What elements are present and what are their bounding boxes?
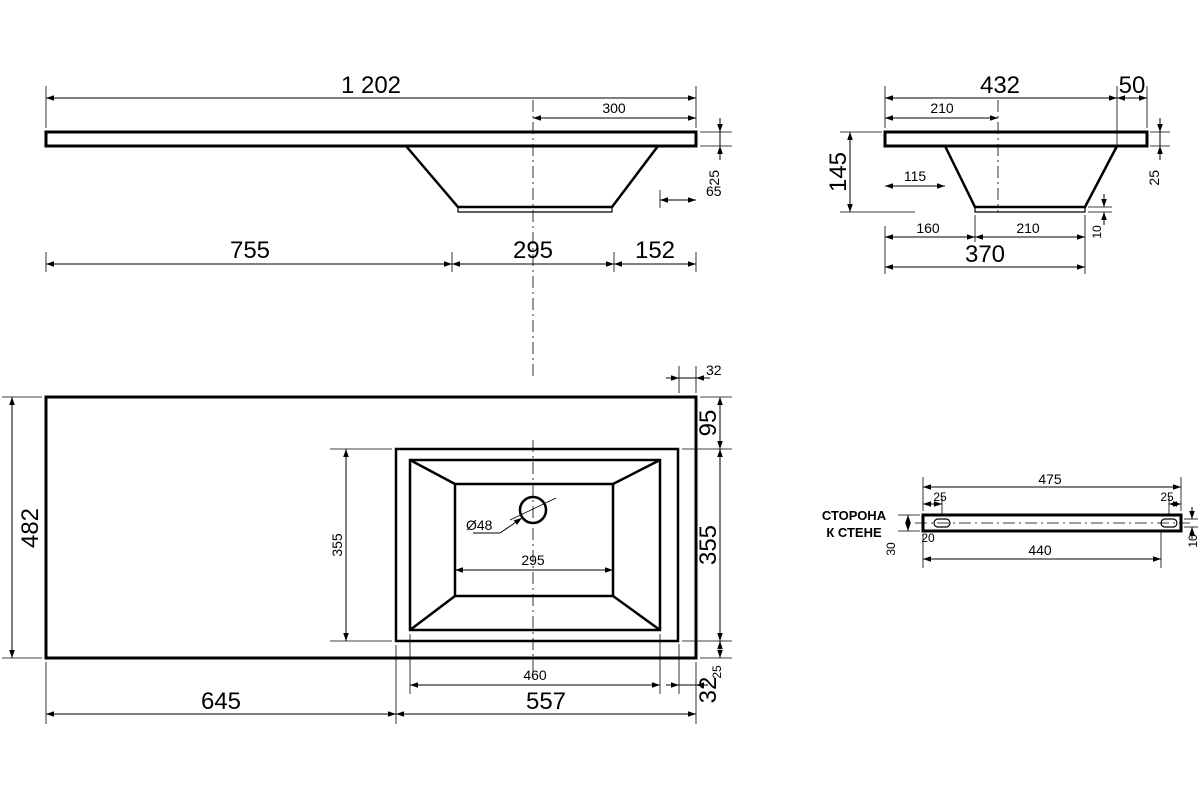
side-countertop [883,130,1149,148]
bracket-slot-right [1160,518,1178,528]
bracket-view: СТОРОНА К СТЕНЕ 475 25 25 30 20 10 440 [822,471,1200,568]
dim-plan-25-bottom-label: 25 [710,665,724,679]
dim-side-370-label: 370 [965,241,1005,268]
wall-side-note-line2: К СТЕНЕ [826,525,882,540]
dim-plan-645-label: 645 [201,688,241,715]
plan-basin-bottom [453,482,615,598]
plan-basin-outer [394,447,680,643]
front-countertop [44,130,698,148]
plan-countertop [44,395,698,660]
dim-bracket-440-label: 440 [1028,542,1052,558]
dim-plan-diameter-label: Ø48 [466,517,493,533]
dim-plan-355-inner-label: 355 [329,533,345,557]
dim-plan-32-top-label: 32 [706,362,722,378]
dim-side-210-bottom-label: 210 [1016,220,1040,236]
side-view: 432 50 210 145 115 25 10 [825,72,1170,274]
dim-front-755-label: 755 [230,237,270,264]
plan-basin-rim [408,458,662,632]
dim-front-295-label: 295 [513,237,553,264]
plan-view: Ø48 295 355 482 32 95 355 [2,362,732,724]
dim-bracket-25-right-label: 25 [1160,490,1174,504]
dim-side-145-label: 145 [825,152,852,192]
dim-bracket-475-label: 475 [1038,471,1062,487]
dim-front-152-label: 152 [635,237,675,264]
dim-bracket-25-left-label: 25 [933,490,947,504]
dim-bracket-10-label: 10 [1186,534,1200,548]
dim-side-160-label: 160 [916,220,940,236]
dim-plan-557-label: 557 [526,688,566,715]
dim-plan-355-right-label: 355 [695,525,722,565]
bracket-slot-left [933,518,951,528]
dim-plan-482-label: 482 [17,508,44,548]
front-basin-bottom [457,207,613,213]
dim-front-total-label: 1 202 [341,72,401,99]
dim-front-65-label: 65 [706,183,722,199]
dim-front-300-label: 300 [602,100,626,116]
dim-side-25-label: 25 [1146,170,1162,186]
dim-bracket-20-label: 20 [921,531,935,545]
wall-side-note-line1: СТОРОНА [822,508,887,523]
dim-plan-32-bottom-label: 32 [695,677,722,704]
front-basin [405,145,659,209]
dim-side-115-label: 115 [904,168,927,184]
dim-side-10-label: 10 [1090,225,1104,239]
dim-front-25-label: 25 [706,170,722,186]
front-view: 1 202 300 25 65 755 295 152 [44,72,732,380]
side-basin [943,145,1119,209]
dim-bracket-30-label: 30 [884,542,898,556]
dim-plan-460-label: 460 [523,667,547,683]
dim-plan-295-label: 295 [521,552,545,568]
dim-side-210-top-label: 210 [930,100,954,116]
dim-side-432-label: 432 [980,72,1020,99]
dim-side-50-label: 50 [1119,72,1146,99]
dim-plan-95-label: 95 [695,410,722,437]
